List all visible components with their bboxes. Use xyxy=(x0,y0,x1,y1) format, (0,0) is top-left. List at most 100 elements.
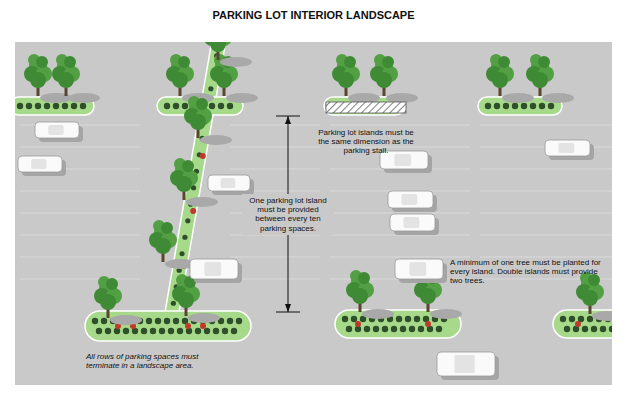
shrub xyxy=(26,103,32,109)
tree-canopy xyxy=(30,72,46,88)
shrub xyxy=(173,103,179,109)
stall-line xyxy=(330,213,470,214)
stall-hatch xyxy=(326,102,406,113)
stall-line xyxy=(20,191,140,192)
stall-line xyxy=(230,147,320,148)
stall-line xyxy=(480,235,612,236)
tree-shadow xyxy=(110,315,142,325)
shrub xyxy=(177,328,183,334)
shrub xyxy=(35,103,41,109)
shrub xyxy=(382,326,388,332)
shrub xyxy=(62,103,68,109)
shrub xyxy=(222,328,228,334)
stall-line xyxy=(20,147,140,148)
car xyxy=(208,175,250,191)
car-roof xyxy=(204,262,221,276)
shrub xyxy=(351,316,357,322)
car-roof xyxy=(454,355,474,373)
shrub xyxy=(80,103,86,109)
tree-shadow xyxy=(542,93,574,103)
shrub xyxy=(227,103,233,109)
tree-shadow xyxy=(220,57,252,67)
callout-note: A minimum of one tree must be planted fo… xyxy=(450,258,608,286)
stall-line xyxy=(480,169,612,170)
tree-canopy xyxy=(178,56,190,68)
shrub xyxy=(600,326,606,332)
shrub xyxy=(168,328,174,334)
stall-line xyxy=(230,279,320,280)
tree-canopy xyxy=(100,294,116,310)
flower xyxy=(200,323,206,329)
shrub xyxy=(155,318,161,324)
tree-shadow xyxy=(348,93,380,103)
car xyxy=(395,259,443,279)
shrub xyxy=(342,316,348,322)
tree-canopy xyxy=(358,272,370,284)
stall-line xyxy=(230,257,320,258)
shrub xyxy=(503,103,509,109)
landscape-island xyxy=(85,311,251,341)
car-roof xyxy=(409,262,426,276)
stall-line xyxy=(20,235,140,236)
tree-canopy xyxy=(36,56,48,68)
tree-shadow xyxy=(186,197,218,207)
tree-canopy xyxy=(498,56,510,68)
car xyxy=(35,122,79,138)
shrub xyxy=(530,103,536,109)
car-roof xyxy=(31,159,46,169)
tree-canopy xyxy=(382,56,394,68)
flower xyxy=(185,323,191,329)
tree-shadow xyxy=(188,313,220,323)
tree-shadow xyxy=(362,309,394,319)
shrub xyxy=(418,326,424,332)
car-roof xyxy=(48,125,63,135)
tree-canopy xyxy=(155,238,171,254)
shrub xyxy=(521,103,527,109)
shrub xyxy=(195,328,201,334)
shrub xyxy=(141,328,147,334)
shrub xyxy=(582,326,588,332)
flower xyxy=(200,153,206,159)
stall-line xyxy=(480,257,612,258)
tree-shadow xyxy=(386,93,418,103)
shrub xyxy=(146,318,152,324)
car xyxy=(388,191,433,208)
tree-canopy xyxy=(64,56,76,68)
shrub xyxy=(236,318,242,324)
flower xyxy=(355,321,361,327)
shrub xyxy=(227,318,233,324)
shrub xyxy=(182,103,188,109)
shrub xyxy=(208,86,213,91)
stall-line xyxy=(480,213,612,214)
car xyxy=(190,259,238,279)
shrub xyxy=(173,318,179,324)
flower xyxy=(575,321,581,327)
car xyxy=(437,352,495,376)
car-roof xyxy=(404,217,420,228)
stall-line xyxy=(330,125,470,126)
shrub xyxy=(400,326,406,332)
shrub xyxy=(512,103,518,109)
shrub xyxy=(396,316,402,322)
tree-canopy xyxy=(161,222,173,234)
tree-shadow xyxy=(200,135,232,145)
shrub xyxy=(213,328,219,334)
tree-canopy xyxy=(532,72,548,88)
callout-note: One parking lot island must be provided … xyxy=(242,194,334,235)
tree-canopy xyxy=(216,72,232,88)
tree-shadow xyxy=(68,93,100,103)
tree-canopy xyxy=(196,98,208,110)
shrub xyxy=(560,316,566,322)
shrub xyxy=(591,326,597,332)
landscape-island xyxy=(335,310,461,338)
shrub xyxy=(564,326,570,332)
tree-shadow xyxy=(430,309,462,319)
car-roof xyxy=(402,194,418,205)
shrub xyxy=(231,328,237,334)
tree-canopy xyxy=(106,278,118,290)
tree-shadow xyxy=(592,311,612,321)
car xyxy=(390,214,435,231)
flower xyxy=(190,208,196,214)
landscape-island xyxy=(553,310,612,338)
shrub xyxy=(405,316,411,322)
